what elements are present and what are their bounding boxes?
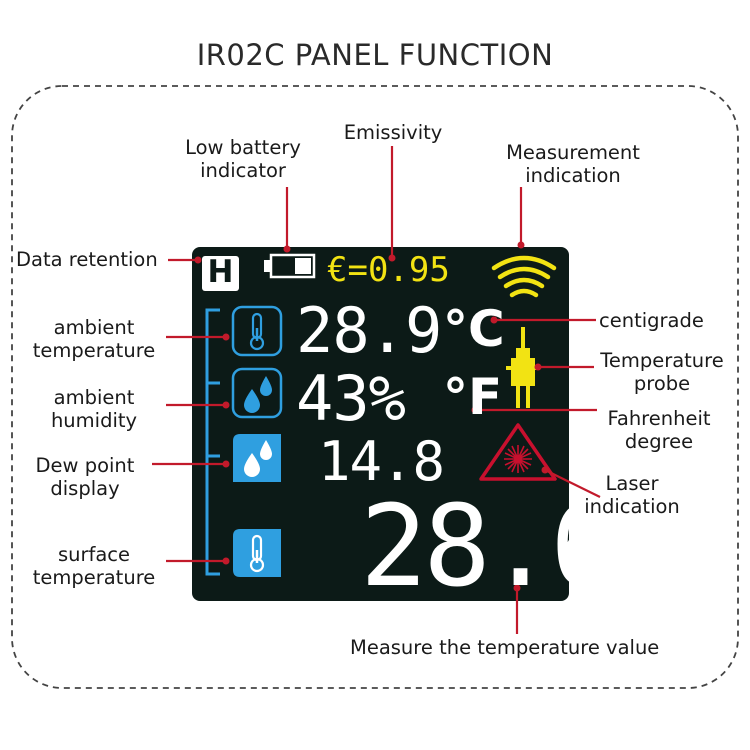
hold-indicator: H — [207, 254, 234, 290]
icon-bracket — [205, 308, 220, 576]
dew-point-icon — [233, 434, 281, 482]
surface-temperature-value: 28.6 — [360, 482, 618, 612]
ambient-humidity-value: 43% — [296, 362, 406, 435]
measurement-signal-icon — [491, 255, 557, 298]
laser-warning-icon — [479, 423, 557, 481]
humidity-drops-icon — [231, 367, 283, 419]
dashed-frame — [11, 85, 739, 689]
fahrenheit-unit: °F — [443, 368, 503, 426]
celsius-unit: °C — [443, 300, 505, 358]
data-retention-label: Data retention — [16, 248, 158, 271]
emissivity-value: €=0.95 — [327, 250, 450, 290]
page-title: IR02C PANEL FUNCTION — [196, 38, 554, 72]
measure-value-label: Measure the temperature value — [350, 636, 660, 659]
thermometer-icon — [231, 305, 283, 357]
ambient-temperature-value: 28.9 — [296, 294, 442, 367]
hold-box — [202, 256, 239, 291]
emissivity-label: Emissivity — [343, 121, 443, 144]
leader-lines — [152, 146, 601, 634]
centigrade-label: centigrade — [599, 309, 704, 332]
dew-point-value: 14.8 — [318, 430, 445, 493]
low-battery-icon — [264, 253, 316, 279]
lcd-screen — [192, 247, 569, 601]
surface-thermometer-icon — [233, 529, 281, 577]
